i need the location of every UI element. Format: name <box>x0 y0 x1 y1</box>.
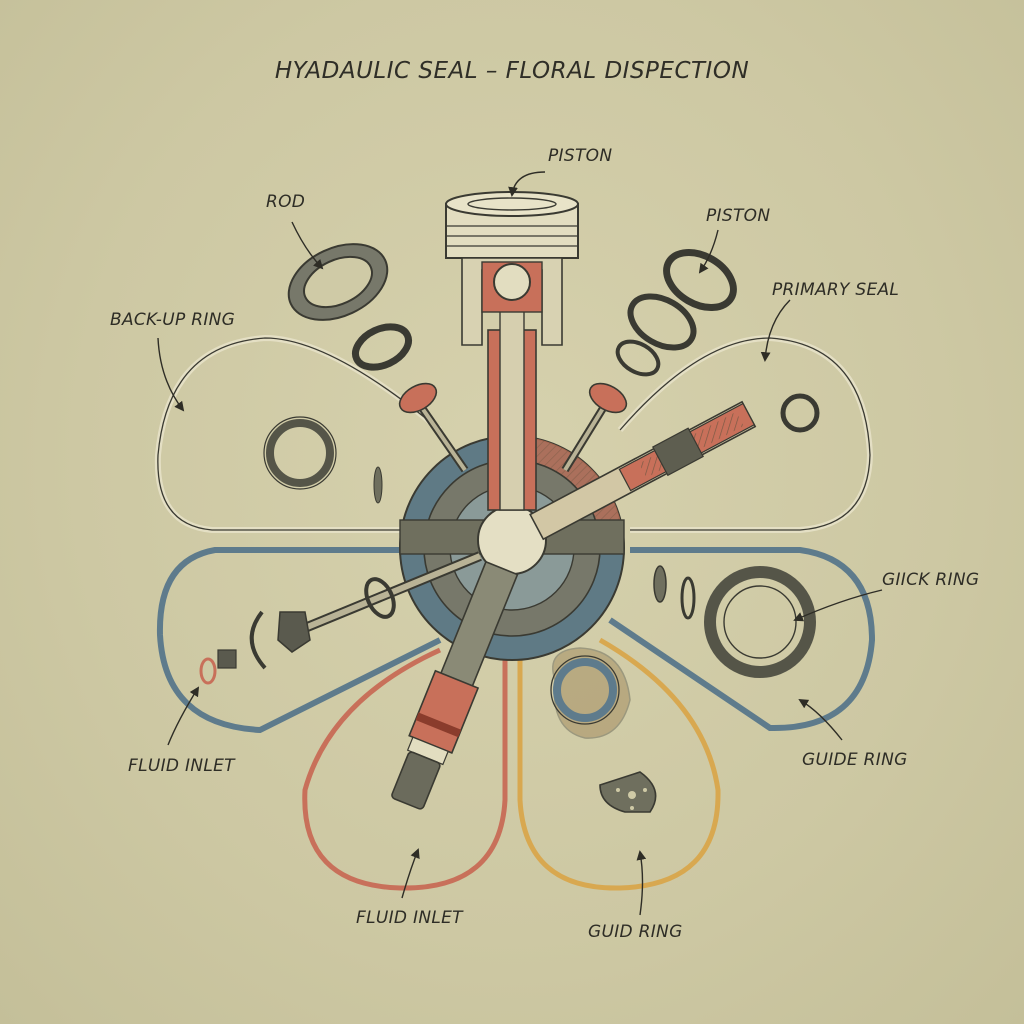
piston-assembly <box>445 191 579 511</box>
spoke-lower-left <box>391 560 519 810</box>
ring-piston-right <box>663 249 737 311</box>
petal-left <box>156 547 442 734</box>
petal-bottom-left <box>302 647 508 891</box>
valve-right <box>561 382 628 473</box>
label-guide-ring: GUIDE RING <box>802 750 908 770</box>
label-guid-ring: GUID RING <box>588 922 683 942</box>
label-arrows <box>157 171 883 916</box>
petal-bottom-right <box>517 637 721 891</box>
label-fluid-inlet-left: FLUID INLET <box>128 756 235 776</box>
ring-left-inner <box>364 577 396 619</box>
cam-plate <box>599 771 657 813</box>
ring-piston-mid <box>627 293 697 351</box>
label-giick-ring: GIICK RING <box>882 570 980 590</box>
diagram-title: HYADAULIC SEAL – FLORAL DISPECTION <box>274 58 750 84</box>
ring-backup <box>266 419 334 487</box>
label-rod: ROD <box>266 192 306 212</box>
valve-left <box>398 382 469 473</box>
label-primary-seal: PRIMARY SEAL <box>772 280 900 300</box>
label-back-up-ring: BACK-UP RING <box>110 310 236 330</box>
ring-rod-small <box>352 323 412 371</box>
label-piston-top: PISTON <box>548 146 613 166</box>
ring-giick <box>704 566 816 678</box>
label-fluid-inlet-bottom: FLUID INLET <box>356 908 463 928</box>
petal-upper-left <box>154 334 442 533</box>
label-piston-right: PISTON <box>706 206 771 226</box>
ring-primary-seal-small <box>780 393 820 433</box>
ring-guide-bottom <box>550 647 631 739</box>
spoke-upper-right <box>529 400 757 541</box>
ring-rod-large <box>287 243 389 321</box>
petal-right <box>608 547 876 732</box>
ring-piston-small <box>615 339 661 377</box>
